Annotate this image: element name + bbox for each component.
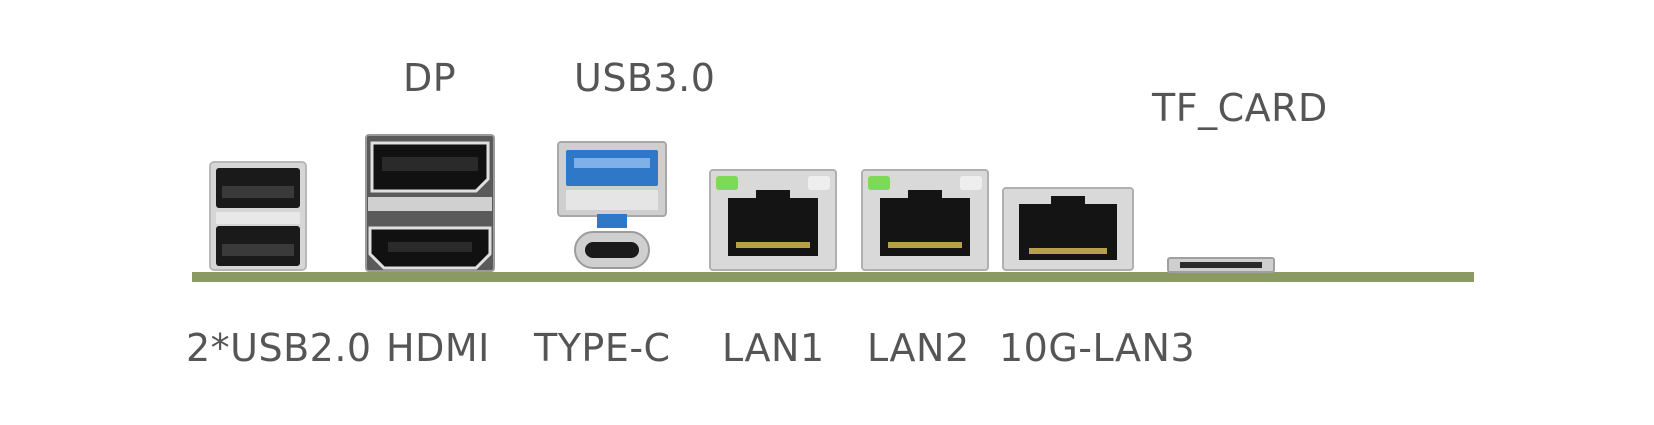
label-lan1: LAN1	[722, 326, 825, 370]
rj45-lan2-icon	[860, 168, 990, 272]
pcb-strip	[192, 272, 1474, 282]
label-usb3: USB3.0	[574, 56, 716, 100]
label-hdmi: HDMI	[386, 326, 490, 370]
usb-typec-port-icon	[571, 214, 653, 272]
label-10g-lan3: 10G-LAN3	[999, 326, 1196, 370]
label-dp: DP	[403, 56, 457, 100]
rj45-10g-lan3-icon	[1001, 186, 1135, 272]
label-lan2: LAN2	[867, 326, 970, 370]
usb2-dual-port-icon	[208, 160, 308, 272]
hdmi-port-icon	[364, 224, 496, 272]
tf-card-slot-icon	[1166, 256, 1276, 274]
label-tf-card: TF_CARD	[1152, 86, 1328, 130]
usb3-port-icon	[556, 140, 668, 218]
rj45-lan1-icon	[708, 168, 838, 272]
label-typec: TYPE-C	[534, 326, 671, 370]
label-usb2: 2*USB2.0	[186, 326, 372, 370]
